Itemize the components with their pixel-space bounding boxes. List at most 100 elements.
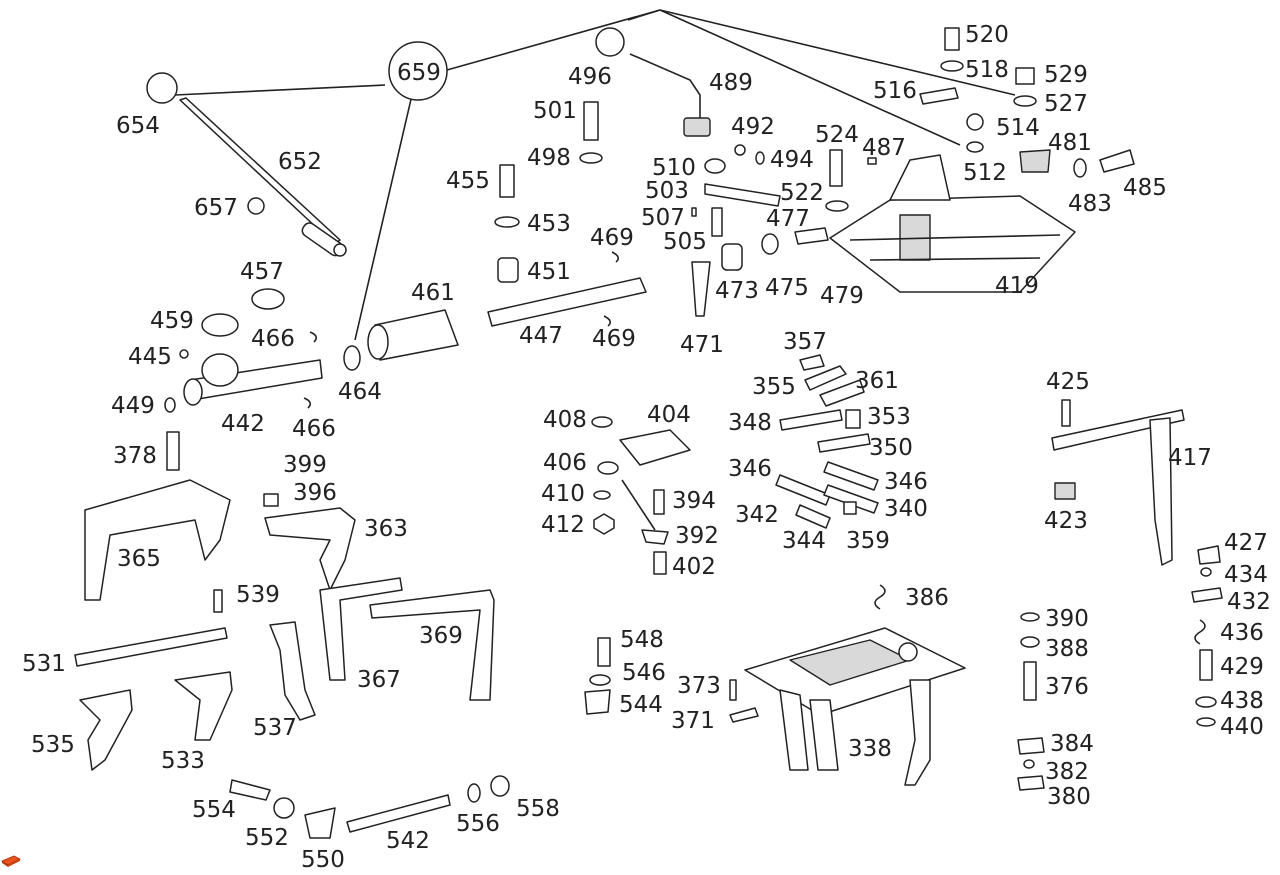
part-label: 520 — [965, 22, 1009, 48]
part-label: 483 — [1068, 191, 1112, 217]
part-label: 548 — [620, 627, 664, 653]
part-label: 518 — [965, 57, 1009, 83]
part-label: 445 — [128, 344, 172, 370]
forks-lower-left — [74, 479, 495, 771]
part-label: 367 — [357, 667, 401, 693]
part-label: 533 — [161, 748, 205, 774]
part-label: 451 — [527, 259, 571, 285]
part-label: 361 — [855, 368, 899, 394]
part-label: 514 — [996, 115, 1040, 141]
part-label: 516 — [873, 78, 917, 104]
part-label: 558 — [516, 796, 560, 822]
part-label: 338 — [848, 736, 892, 762]
part-label: 507 — [641, 205, 685, 231]
part-label: 436 — [1220, 620, 1264, 646]
part-label: 384 — [1050, 731, 1094, 757]
part-label: 392 — [675, 523, 719, 549]
part-label: 510 — [652, 155, 696, 181]
part-label: 531 — [22, 651, 66, 677]
part-label: 344 — [782, 528, 826, 554]
part-label: 535 — [31, 732, 75, 758]
part-label: 455 — [446, 168, 490, 194]
part-label: 363 — [364, 516, 408, 542]
part-label: 346 — [728, 456, 772, 482]
part-label: 432 — [1227, 589, 1271, 615]
part-label: 537 — [253, 715, 297, 741]
part-label: 396 — [293, 480, 337, 506]
part-label: 353 — [867, 404, 911, 430]
part-label: 438 — [1220, 688, 1264, 714]
part-label: 359 — [846, 528, 890, 554]
part-label: 399 — [283, 452, 327, 478]
part-label: 473 — [715, 278, 759, 304]
part-label: 503 — [645, 178, 689, 204]
part-label: 492 — [731, 114, 775, 140]
part-label: 477 — [766, 206, 810, 232]
part-label: 342 — [735, 502, 779, 528]
part-label: 365 — [117, 546, 161, 572]
part-label: 471 — [680, 332, 724, 358]
part-label: 481 — [1048, 130, 1092, 156]
part-label: 348 — [728, 410, 772, 436]
part-label: 461 — [411, 280, 455, 306]
part-label: 469 — [590, 225, 634, 251]
part-label: 464 — [338, 379, 382, 405]
knob-circle-496 — [595, 27, 625, 57]
part-label: 554 — [192, 797, 236, 823]
part-label: 357 — [783, 329, 827, 355]
part-label: 489 — [709, 70, 753, 96]
part-label: 654 — [116, 113, 160, 139]
left-parts — [164, 288, 459, 471]
part-label: 552 — [245, 825, 289, 851]
part-label: 522 — [780, 180, 824, 206]
part-label: 466 — [251, 326, 295, 352]
part-label: 487 — [862, 135, 906, 161]
part-label: 453 — [527, 211, 571, 237]
corner-logo-icon — [1, 855, 21, 867]
part-label: 425 — [1046, 369, 1090, 395]
part-label: 466 — [292, 416, 336, 442]
part-label: 494 — [770, 147, 814, 173]
part-label: 369 — [419, 623, 463, 649]
part-label: 496 — [568, 64, 612, 90]
part-label: 498 — [527, 145, 571, 171]
part-label: 440 — [1220, 714, 1264, 740]
part-label: 475 — [765, 275, 809, 301]
part-label: 459 — [150, 308, 194, 334]
part-label: 505 — [663, 229, 707, 255]
part-label: 447 — [519, 323, 563, 349]
right-parts — [1017, 399, 1223, 791]
part-label: 544 — [619, 692, 663, 718]
center-parts — [591, 416, 691, 575]
part-label: 412 — [541, 512, 585, 538]
part-label: 427 — [1224, 530, 1268, 556]
part-label: 657 — [194, 195, 238, 221]
part-label: 373 — [677, 673, 721, 699]
part-label: 404 — [647, 402, 691, 428]
part-label: 386 — [905, 585, 949, 611]
part-label: 524 — [815, 122, 859, 148]
part-label: 542 — [386, 828, 430, 854]
part-label: 350 — [869, 435, 913, 461]
knob-circle-654 — [146, 72, 178, 104]
part-label: 346 — [884, 469, 928, 495]
gear-lever-489 — [629, 53, 765, 165]
part-label: 457 — [240, 259, 284, 285]
leader-lines — [146, 9, 1016, 341]
part-label: 382 — [1045, 759, 1089, 785]
part-label: 429 — [1220, 654, 1264, 680]
part-label: 546 — [622, 660, 666, 686]
part-label: 417 — [1168, 445, 1212, 471]
part-label: 380 — [1047, 784, 1091, 810]
part-label: 442 — [221, 411, 265, 437]
part-label: 479 — [820, 283, 864, 309]
part-label: 659 — [397, 60, 441, 86]
part-label: 469 — [592, 326, 636, 352]
part-label: 355 — [752, 374, 796, 400]
part-labels: 520 518 529 527 516 514 512 481 483 485 … — [22, 22, 1271, 873]
part-label: 419 — [995, 273, 1039, 299]
part-label: 423 — [1044, 508, 1088, 534]
part-label: 394 — [672, 488, 716, 514]
